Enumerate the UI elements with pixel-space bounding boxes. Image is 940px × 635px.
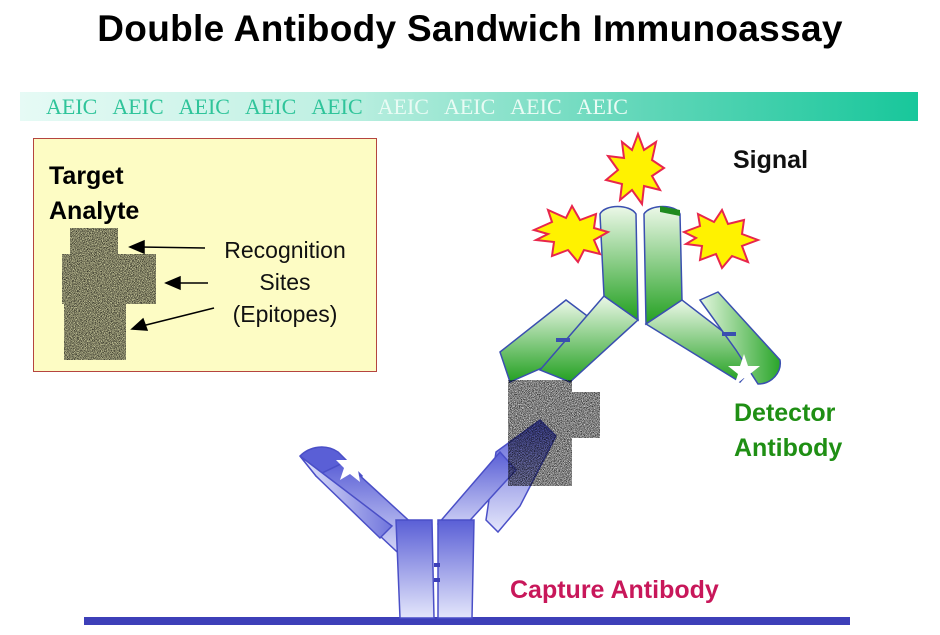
binding-site-mark xyxy=(336,450,368,482)
band-item: AEIC xyxy=(46,94,98,119)
page-title: Double Antibody Sandwich Immunoassay xyxy=(97,8,843,49)
capture-left-light-chain xyxy=(299,455,394,540)
signal-burst xyxy=(603,131,666,207)
band-item: AEIC xyxy=(178,94,230,119)
analyte-block xyxy=(508,380,572,486)
band-item: AEIC xyxy=(377,94,429,119)
header-band: AEIC AEIC AEIC AEIC AEIC AEIC AEIC AEIC … xyxy=(20,92,918,121)
analyte-block xyxy=(64,300,126,360)
arrow-head xyxy=(164,275,181,291)
band-item: AEIC xyxy=(311,94,363,119)
signal-bursts xyxy=(531,131,761,270)
bound-analyte xyxy=(508,380,600,486)
capture-stem-left xyxy=(395,519,435,619)
inset-title-line: Analyte xyxy=(49,197,140,225)
label-line: Recognition xyxy=(224,237,346,263)
detector-stem-right xyxy=(643,205,683,326)
surface-line xyxy=(84,617,850,625)
epitope-arrows xyxy=(128,239,215,331)
band-item: AEIC xyxy=(576,94,628,119)
inset-analyte xyxy=(62,228,156,360)
signal-burst xyxy=(531,203,611,264)
band-item: AEIC xyxy=(510,94,562,119)
analyte-block xyxy=(62,254,156,304)
detector-label-line: Detector xyxy=(734,399,836,427)
analyte-block xyxy=(70,228,118,258)
arrow-line xyxy=(141,307,215,327)
detector-antibody xyxy=(499,205,781,385)
band-item: AEIC xyxy=(443,94,496,119)
recognition-sites-label: Recognition Sites (Epitopes) xyxy=(209,234,361,330)
detector-tab xyxy=(660,206,680,216)
label-line: Sites xyxy=(259,269,311,295)
capture-antibody-label: Capture Antibody xyxy=(510,576,719,604)
inset-title: Target Analyte xyxy=(49,159,209,229)
detector-stem-left xyxy=(599,205,639,322)
arrow-head xyxy=(128,239,145,255)
band-items: AEIC AEIC AEIC AEIC AEIC AEIC AEIC AEIC … xyxy=(46,93,628,121)
band-item: AEIC xyxy=(244,94,297,119)
arrow-head xyxy=(130,317,149,331)
inset-title-line: Target xyxy=(49,162,124,190)
arrow-line xyxy=(139,246,206,249)
band-item: AEIC xyxy=(112,94,164,119)
analyte-block xyxy=(566,392,600,438)
detector-antibody-label: Detector Antibody xyxy=(734,396,894,466)
label-line: (Epitopes) xyxy=(232,301,338,327)
signal-burst xyxy=(681,207,761,270)
binding-site-mark xyxy=(728,354,760,386)
signal-label: Signal xyxy=(733,146,809,174)
capture-stem-right xyxy=(437,519,475,619)
detector-right-outer-arm xyxy=(698,291,781,385)
detector-label-line: Antibody xyxy=(734,434,843,462)
